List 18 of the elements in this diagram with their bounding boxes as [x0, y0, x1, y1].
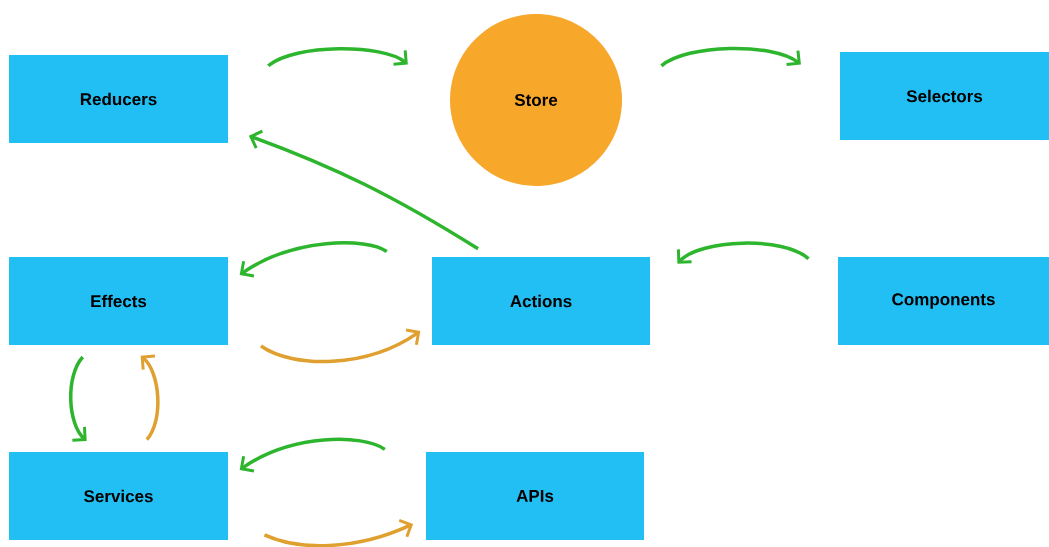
arrow	[260, 328, 421, 364]
process-box: Components	[838, 257, 1049, 345]
arrow	[676, 241, 810, 264]
arrow	[660, 46, 801, 68]
process-box: Services	[9, 452, 228, 540]
arrow	[239, 241, 388, 278]
arrow	[263, 519, 414, 547]
arrow	[267, 47, 408, 68]
process-box: Effects	[9, 257, 228, 345]
arrow	[239, 437, 386, 473]
process-box: APIs	[426, 452, 644, 540]
process-box: Selectors	[840, 52, 1049, 140]
arrow	[140, 354, 160, 441]
circle-node: Store	[450, 14, 622, 186]
arrow	[69, 356, 87, 442]
process-box: Actions	[432, 257, 650, 345]
arrow	[248, 129, 479, 251]
process-box: Reducers	[9, 55, 228, 143]
